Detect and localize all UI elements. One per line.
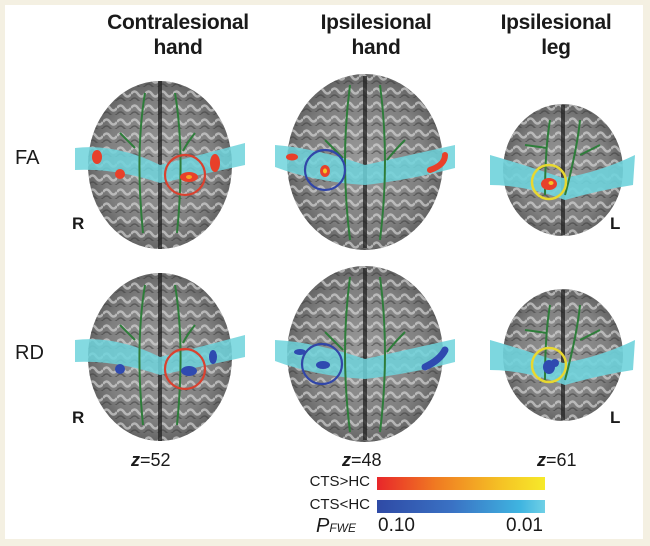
z-coordinate-ipsilesional-leg: z=61 <box>537 450 577 471</box>
z-value: =52 <box>140 450 171 470</box>
z-prefix: z <box>342 450 351 470</box>
p-max-value: 0.01 <box>506 515 543 536</box>
z-value: =61 <box>546 450 577 470</box>
brain-slice-fa-contralesional-hand <box>75 81 245 249</box>
column-title-ipsilesional-leg: Ipsilesional leg <box>471 10 641 60</box>
title-line: Ipsilesional <box>500 11 612 34</box>
column-title-ipsilesional-hand: Ipsilesional hand <box>291 10 461 60</box>
title-line: hand <box>153 36 203 59</box>
orientation-left-label-fa: L <box>610 214 621 233</box>
brain-slice-fa-ipsilesional-leg <box>490 104 635 236</box>
brain-slice-rd-contralesional-hand <box>75 273 245 441</box>
column-title-contralesional-hand: Contralesional hand <box>93 10 263 60</box>
brain-slice-rd-ipsilesional-hand <box>275 266 455 442</box>
legend-positive-label: CTS>HC <box>309 473 370 490</box>
colorbar-cts-less-hc <box>377 500 545 513</box>
orientation-right-label-rd: R <box>72 408 85 427</box>
brain-slice-rd-ipsilesional-leg <box>490 289 635 421</box>
row-label-rd: RD <box>15 342 44 364</box>
title-line: leg <box>541 36 571 59</box>
z-prefix: z <box>537 450 546 470</box>
title-line: Ipsilesional <box>320 11 432 34</box>
z-prefix: z <box>131 450 140 470</box>
p-min-value: 0.10 <box>378 515 415 536</box>
orientation-right-label-fa: R <box>72 214 85 233</box>
z-coordinate-contralesional-hand: z=52 <box>131 450 171 471</box>
legend-negative-label: CTS<HC <box>309 496 370 513</box>
p-label: P <box>316 515 330 537</box>
colorbar-cts-greater-hc <box>377 477 545 490</box>
title-line: Contralesional <box>107 11 249 34</box>
orientation-left-label-rd: L <box>610 408 621 427</box>
z-value: =48 <box>351 450 382 470</box>
row-label-fa: FA <box>15 147 40 169</box>
title-line: hand <box>351 36 401 59</box>
z-coordinate-ipsilesional-hand: z=48 <box>342 450 382 471</box>
fwe-subscript: FWE <box>329 521 357 535</box>
p-fwe-label: PFWE <box>316 515 356 538</box>
brain-slice-fa-ipsilesional-hand <box>275 74 455 250</box>
